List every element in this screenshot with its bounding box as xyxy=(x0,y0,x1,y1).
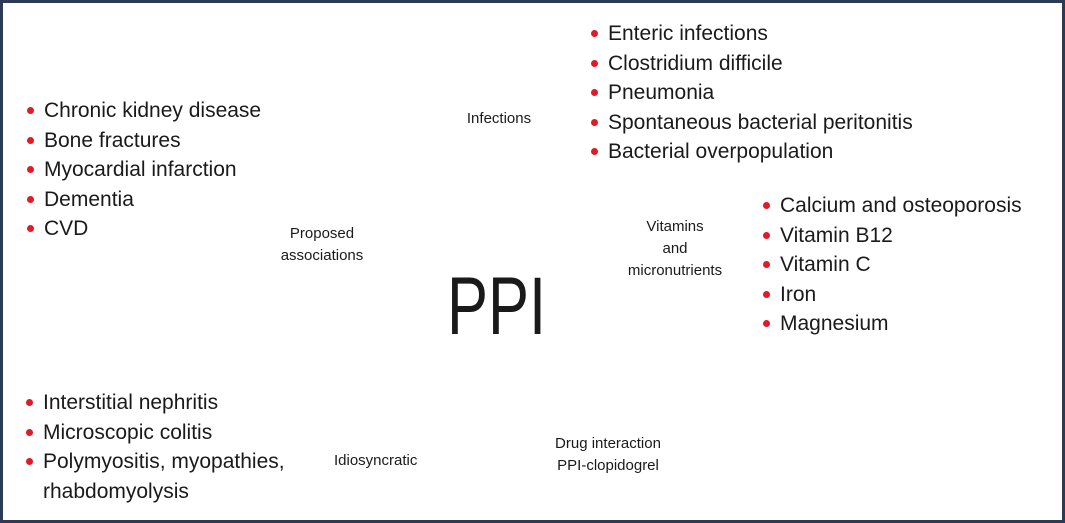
list-item: Pneumonia xyxy=(591,78,913,108)
list-item: CVD xyxy=(27,214,261,244)
ppi-title: PPI xyxy=(447,261,547,352)
bullet-icon xyxy=(27,136,34,144)
list-item-text: Chronic kidney disease xyxy=(44,99,262,122)
bullet-icon xyxy=(27,166,34,173)
bullet-icon xyxy=(591,30,598,37)
list-item-text: Clostridium difficile xyxy=(608,51,783,75)
bullet-icon xyxy=(763,320,770,327)
list-item-text: Calcium and osteoporosis xyxy=(780,194,1022,217)
list-item: Clostridium difficile xyxy=(591,49,913,79)
list-item-text: CVD xyxy=(44,217,89,240)
bullet-icon xyxy=(763,290,770,298)
drug-interaction-label: Drug interaction PPI-clopidogrel xyxy=(540,433,676,477)
label-line: associations xyxy=(280,247,364,264)
list-item: Calcium and osteoporosis xyxy=(763,191,1022,221)
bullet-icon xyxy=(591,118,598,126)
list-item-text: Enteric infections xyxy=(608,22,768,45)
bullet-icon xyxy=(763,202,770,209)
list-item: Vitamin C xyxy=(763,250,1022,280)
list-item-text: Pneumonia xyxy=(608,81,715,104)
label-line: PPI-clopidogrel xyxy=(557,457,659,474)
bullet-icon xyxy=(591,89,598,96)
list-item: Polymyositis, myopathies, rhabdomyolysis xyxy=(26,447,315,506)
list-item: Iron xyxy=(763,280,1022,310)
list-item-text: Microscopic colitis xyxy=(43,420,213,444)
infections-list: Enteric infections Clostridium difficile… xyxy=(591,19,913,167)
list-item: Vitamin B12 xyxy=(763,221,1022,251)
list-item-text: Bacterial overpopulation xyxy=(608,140,834,163)
proposed-associations-label: Proposed associations xyxy=(260,223,384,267)
idiosyncratic-label: Idiosyncratic xyxy=(334,450,417,472)
label-line: Proposed xyxy=(289,225,355,242)
list-item-text: Vitamin B12 xyxy=(780,223,893,247)
bullet-icon xyxy=(763,231,770,239)
list-item: Interstitial nephritis xyxy=(26,388,315,418)
list-item-text: Vitamin C xyxy=(780,253,871,276)
list-item-text: Bone fractures xyxy=(44,128,181,152)
bullet-icon xyxy=(27,107,34,114)
proposed-associations-list: Chronic kidney disease Bone fractures My… xyxy=(27,96,261,244)
list-item: Myocardial infarction xyxy=(27,155,261,185)
bullet-icon xyxy=(591,59,598,67)
list-item: Spontaneous bacterial peritonitis xyxy=(591,108,913,138)
bullet-icon xyxy=(591,148,598,155)
list-item-text: Spontaneous bacterial peritonitis xyxy=(608,110,913,134)
list-item-text: Iron xyxy=(780,282,817,306)
list-item-text: Polymyositis, myopathies, rhabdomyolysis xyxy=(43,450,285,503)
list-item-text: Magnesium xyxy=(780,312,889,335)
list-item: Microscopic colitis xyxy=(26,418,315,448)
label-line: and xyxy=(662,240,688,257)
list-item: Chronic kidney disease xyxy=(27,96,261,126)
bullet-icon xyxy=(27,225,34,232)
list-item: Magnesium xyxy=(763,309,1022,339)
vitamins-micronutrients-list: Calcium and osteoporosis Vitamin B12 Vit… xyxy=(763,191,1022,339)
bullet-icon xyxy=(26,399,33,406)
list-item: Bacterial overpopulation xyxy=(591,137,913,167)
list-item: Enteric infections xyxy=(591,19,913,49)
bullet-icon xyxy=(26,428,33,436)
vitamins-micronutrients-label: Vitamins and micronutrients xyxy=(610,216,740,282)
bullet-icon xyxy=(27,195,34,203)
list-item: Dementia xyxy=(27,185,261,215)
idiosyncratic-list: Interstitial nephritis Microscopic colit… xyxy=(26,388,315,506)
infections-label: Infections xyxy=(433,108,565,130)
label-line: Idiosyncratic xyxy=(334,452,418,469)
label-line: Drug interaction xyxy=(555,435,661,452)
bullet-icon xyxy=(26,458,33,465)
bullet-icon xyxy=(763,261,770,268)
list-item-text: Dementia xyxy=(44,187,134,211)
label-line: Infections xyxy=(466,110,532,127)
list-item: Bone fractures xyxy=(27,126,261,156)
label-line: Vitamins xyxy=(646,218,704,235)
list-item-text: Interstitial nephritis xyxy=(43,391,219,414)
label-line: micronutrients xyxy=(627,262,723,279)
list-item-text: Myocardial infarction xyxy=(44,158,237,181)
